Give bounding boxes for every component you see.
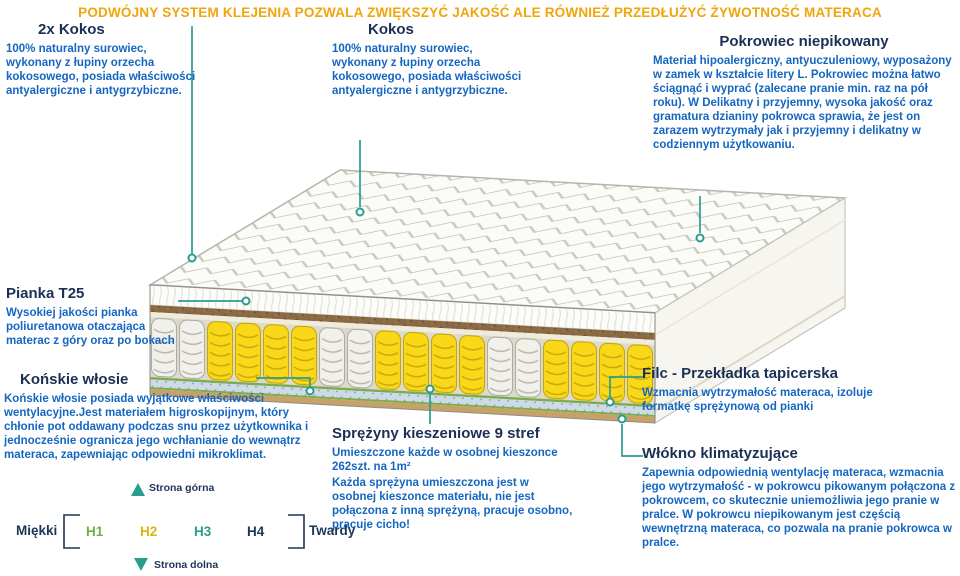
annotation-title: Pokrowiec niepikowany xyxy=(719,33,889,50)
top-side-label: Strona górna xyxy=(149,482,215,494)
annotation-body: Materiał hipoalergiczny, antyuczuleniowy… xyxy=(653,54,952,151)
annotation-title: Sprężyny kieszeniowe 9 stref xyxy=(332,425,540,442)
layer-quilt-cover xyxy=(150,285,655,333)
hardness-h1: H1 xyxy=(86,524,104,539)
layer-climate-fiber xyxy=(150,389,655,423)
hardness-h3: H3 xyxy=(194,524,212,539)
annotation-pokrowiec: Pokrowiec niepikowany Materiał hipoalerg… xyxy=(653,33,955,152)
annotation-body: Każda sprężyna umieszczona jest w osobne… xyxy=(332,476,573,531)
connector-lines xyxy=(178,26,701,457)
layer-felt-top xyxy=(150,377,655,408)
annotation-title: Pianka T25 xyxy=(6,285,85,302)
side-arrows xyxy=(131,483,148,571)
connector-wlokno xyxy=(621,424,643,457)
soft-label: Miękki xyxy=(16,523,58,538)
annotation-pianka: Pianka T25 Wysokiej jakości pianka poliu… xyxy=(6,285,184,348)
annotation-title: Kokos xyxy=(368,21,414,38)
arrow-up-icon xyxy=(131,483,145,496)
annotation-body-line1: Umieszczone każde w osobnej kieszonce 26… xyxy=(332,446,558,473)
mattress-cross-section xyxy=(149,284,656,424)
layer-foam xyxy=(150,312,655,345)
annotation-title: Włókno klimatyzujące xyxy=(642,445,798,462)
annotation-sprezyny: Sprężyny kieszeniowe 9 stref Umieszczone… xyxy=(332,425,574,532)
annotation-body: Końskie włosie posiada wyjątkowe właściw… xyxy=(4,392,309,461)
connector-konskie xyxy=(256,377,311,387)
layer-felt-bottom xyxy=(150,387,655,417)
annotation-wlokno: Włókno klimatyzujące Zapewnia odpowiedni… xyxy=(642,445,957,550)
hardness-bracket xyxy=(63,514,305,549)
hard-label: Twardy xyxy=(309,523,356,538)
annotation-2x-kokos: 2x Kokos 100% naturalny surowiec, wykona… xyxy=(6,21,198,98)
annotation-body: Zapewnia odpowiednią wentylację materaca… xyxy=(642,466,956,549)
annotation-title: Filc - Przekładka tapicerska xyxy=(642,365,838,382)
header-banner: PODWÓJNY SYSTEM KLEJENIA POZWALA ZWIĘKSZ… xyxy=(78,5,882,20)
annotation-title: Końskie włosie xyxy=(20,371,129,388)
annotation-body: 100% naturalny surowiec, wykonany z łupi… xyxy=(332,42,522,97)
annotation-konskie-wlosie: Końskie włosie Końskie włosie posiada wy… xyxy=(4,371,322,462)
layer-horsehair xyxy=(150,379,655,415)
bottom-side-label: Strona dolna xyxy=(154,559,219,571)
layer-kokos xyxy=(150,305,655,340)
hardness-h4: H4 xyxy=(247,524,265,539)
connector-filc xyxy=(609,376,643,398)
hardness-h2: H2 xyxy=(140,524,158,539)
arrow-down-icon xyxy=(134,558,148,571)
connector-endpoints xyxy=(187,207,705,424)
annotation-filc: Filc - Przekładka tapicerska Wzmacnia wy… xyxy=(642,365,877,414)
annotation-kokos: Kokos 100% naturalny surowiec, wykonany … xyxy=(332,21,522,98)
annotation-body: 100% naturalny surowiec, wykonany z łupi… xyxy=(6,42,196,97)
layer-pocket-springs xyxy=(150,317,655,405)
annotation-body: Wysokiej jakości pianka poliuretanowa ot… xyxy=(6,306,175,347)
annotation-body: Wzmacnia wytrzymałość materaca, izoluje … xyxy=(642,386,873,413)
annotation-title: 2x Kokos xyxy=(38,21,105,38)
